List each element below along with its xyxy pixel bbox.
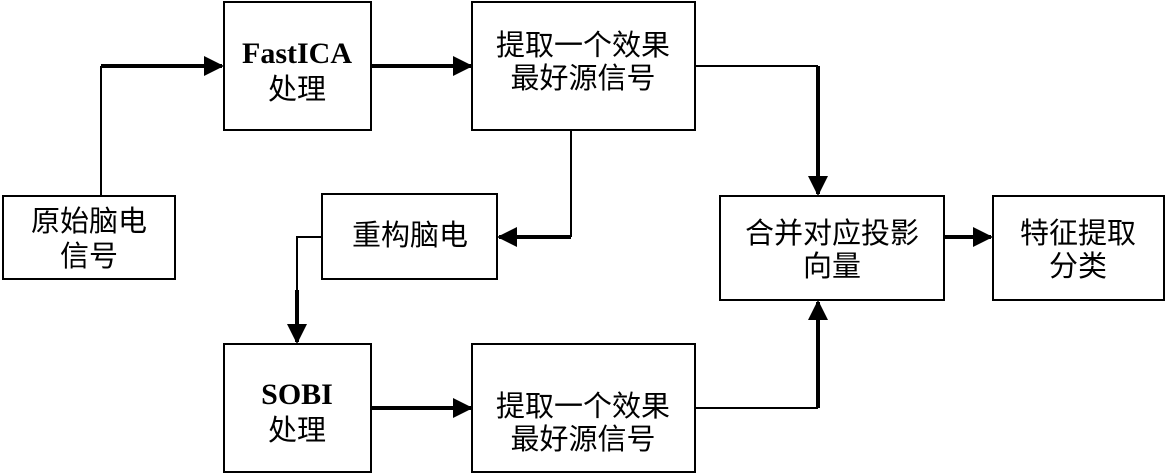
node-reconstruct-eeg-line1: 重构脑电 — [352, 218, 468, 252]
node-reconstruct-eeg: 重构脑电 — [321, 193, 498, 280]
node-extract-best-source-bottom-line1: 提取一个效果 — [496, 389, 670, 423]
node-extract-best-source-bottom: 提取一个效果 最好源信号 — [471, 343, 696, 473]
node-merge-projection-vectors: 合并对应投影 向量 — [719, 195, 945, 301]
node-feature-extraction-classification-line1: 特征提取 — [1020, 216, 1136, 250]
connectors — [100, 56, 993, 418]
edge-reconstruct-to-sobi-stem — [296, 236, 322, 290]
node-fastica-processing: FastICA 处理 — [223, 1, 372, 131]
node-feature-extraction-classification-line2: 分类 — [1049, 249, 1107, 283]
node-merge-projection-vectors-line1: 合并对应投影 — [745, 216, 919, 250]
node-extract-best-source-top: 提取一个效果 最好源信号 — [471, 1, 696, 131]
node-sobi-processing-line2: 处理 — [268, 413, 326, 447]
node-fastica-processing-line1: FastICA — [242, 37, 352, 70]
node-sobi-processing: SOBI 处理 — [223, 343, 372, 473]
node-extract-best-source-top-line1: 提取一个效果 — [496, 28, 670, 62]
node-merge-projection-vectors-line2: 向量 — [803, 249, 861, 283]
node-raw-eeg-signal-line2: 信号 — [60, 239, 118, 273]
node-extract-best-source-bottom-line2: 最好源信号 — [510, 422, 655, 456]
node-fastica-processing-line2: 处理 — [268, 72, 326, 106]
node-sobi-processing-line1: SOBI — [261, 378, 333, 411]
node-feature-extraction-classification: 特征提取 分类 — [992, 195, 1165, 301]
node-extract-best-source-top-line2: 最好源信号 — [510, 61, 655, 95]
node-raw-eeg-signal-line1: 原始脑电 — [31, 204, 147, 238]
node-raw-eeg-signal: 原始脑电 信号 — [2, 195, 176, 280]
